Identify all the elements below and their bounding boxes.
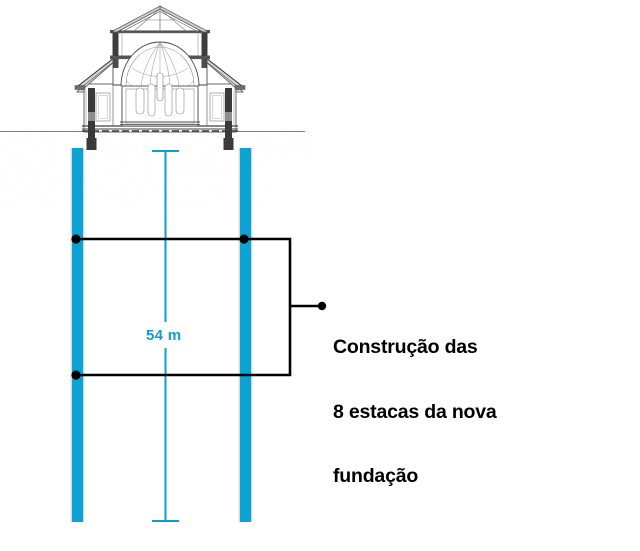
soil-ground-hatch: [0, 131, 313, 208]
leader-dot-left-upper: [71, 234, 81, 244]
callout-line-1: Construção das: [333, 336, 478, 358]
foundation-pile-right: [238, 148, 253, 522]
depth-measure-line: [152, 150, 179, 522]
leader-dot-text: [317, 301, 327, 311]
callout-leader-line: [76, 237, 320, 377]
callout-text-block: Construção das 8 estacas da nova fundaçã…: [333, 294, 497, 509]
existing-support-columns: [86, 88, 234, 150]
callout-leader-dots: [71, 234, 327, 380]
callout-line-3: fundação: [333, 465, 419, 487]
callout-line-2: 8 estacas da nova: [333, 400, 497, 423]
foundation-pile-left: [70, 148, 85, 522]
leader-dot-left-pile: [71, 370, 81, 380]
church-cross-section: [74, 5, 246, 133]
depth-label: 54 m: [146, 327, 182, 344]
leader-dot-right-pile: [239, 234, 249, 244]
